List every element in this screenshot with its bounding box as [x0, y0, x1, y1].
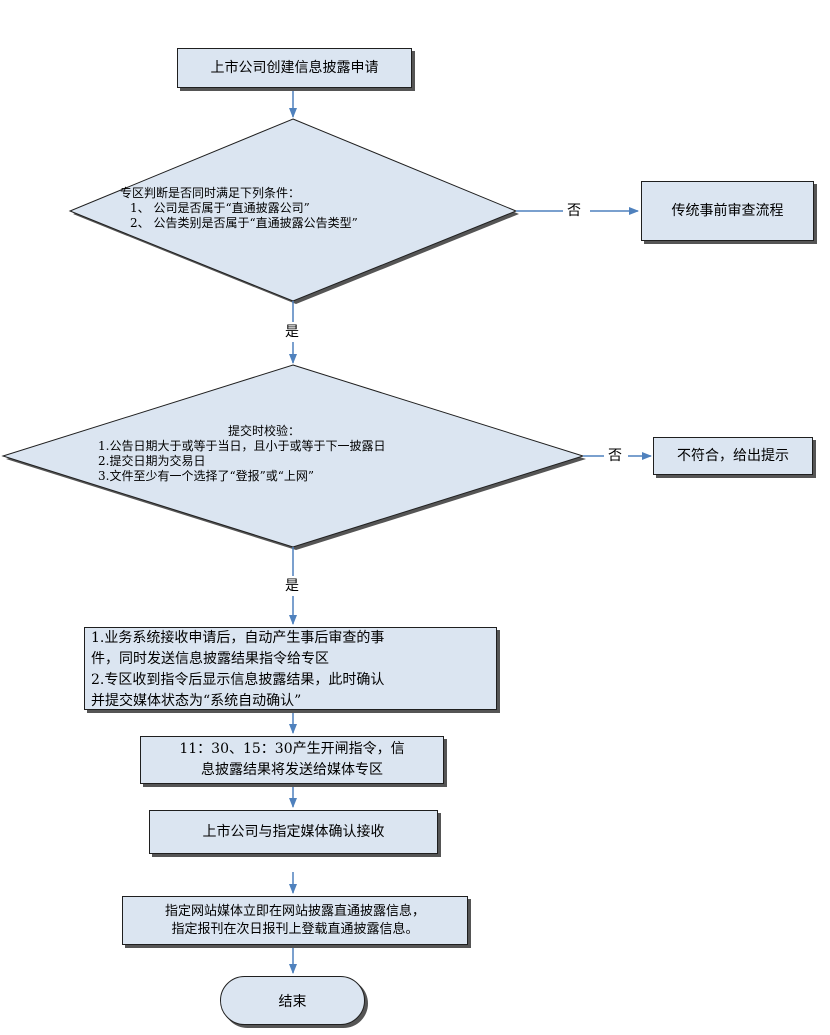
decision1-no-label: 否 — [567, 203, 581, 219]
step2-line-1: 11：30、15：30产生开闸指令，信 — [179, 741, 405, 757]
start-label: 上市公司创建信息披露申请 — [210, 59, 379, 76]
step1-line-2: 件，同时发送信息披露结果指令给专区 — [91, 651, 329, 667]
decision1-text: 专区判断是否同时满足下列条件： 1、 公司是否属于“直通披露公司” 2、 公告类… — [120, 186, 358, 231]
step1-line-4: 并提交媒体状态为“系统自动确认” — [91, 693, 302, 709]
start-box: 上市公司创建信息披露申请 — [177, 48, 412, 88]
step1-box: 1.业务系统接收申请后，自动产生事后审查的事 件，同时发送信息披露结果指令给专区… — [84, 627, 497, 710]
step3-box: 上市公司与指定媒体确认接收 — [149, 810, 438, 854]
step2-box: 11：30、15：30产生开闸指令，信 息披露结果将发送给媒体专区 — [140, 736, 444, 784]
decision1-item-1: 1、 公司是否属于“直通披露公司” — [130, 201, 310, 215]
end-label: 结束 — [278, 993, 307, 1010]
decision1-item-2: 2、 公告类别是否属于“直通披露公告类型” — [130, 216, 358, 230]
step1-line-3: 2.专区收到指令后显示信息披露结果，此时确认 — [91, 672, 385, 688]
decision2-text: 提交时校验： 1.公告日期大于或等于当日，且小于或等于下一披露日 2.提交日期为… — [98, 424, 385, 484]
traditional-review-label: 传统事前审查流程 — [671, 202, 784, 219]
not-compliant-box: 不符合，给出提示 — [653, 437, 813, 475]
step3-label: 上市公司与指定媒体确认接收 — [202, 823, 385, 840]
decision1-title: 专区判断是否同时满足下列条件： — [120, 186, 301, 200]
decision2-item-1: 1.公告日期大于或等于当日，且小于或等于下一披露日 — [98, 439, 386, 453]
traditional-review-box: 传统事前审查流程 — [641, 181, 814, 241]
decision2-no-label: 否 — [608, 448, 622, 464]
step4-box: 指定网站媒体立即在网站披露直通披露信息， 指定报刊在次日报刊上登载直通披露信息。 — [122, 896, 468, 945]
decision2-item-2: 2.提交日期为交易日 — [98, 454, 206, 468]
decision2-item-3: 3.文件至少有一个选择了“登报”或“上网” — [98, 469, 314, 483]
step4-line-2: 指定报刊在次日报刊上登载直通披露信息。 — [171, 921, 419, 937]
end-terminator: 结束 — [220, 976, 365, 1025]
not-compliant-label: 不符合，给出提示 — [677, 447, 789, 464]
decision2-title: 提交时校验： — [228, 424, 301, 438]
decision1-yes-label: 是 — [285, 324, 299, 340]
step1-line-1: 1.业务系统接收申请后，自动产生事后审查的事 — [91, 630, 385, 646]
step4-line-1: 指定网站媒体立即在网站披露直通披露信息， — [164, 903, 425, 919]
step2-line-2: 息披露结果将发送给媒体专区 — [201, 762, 383, 778]
decision2-yes-label: 是 — [285, 578, 299, 594]
